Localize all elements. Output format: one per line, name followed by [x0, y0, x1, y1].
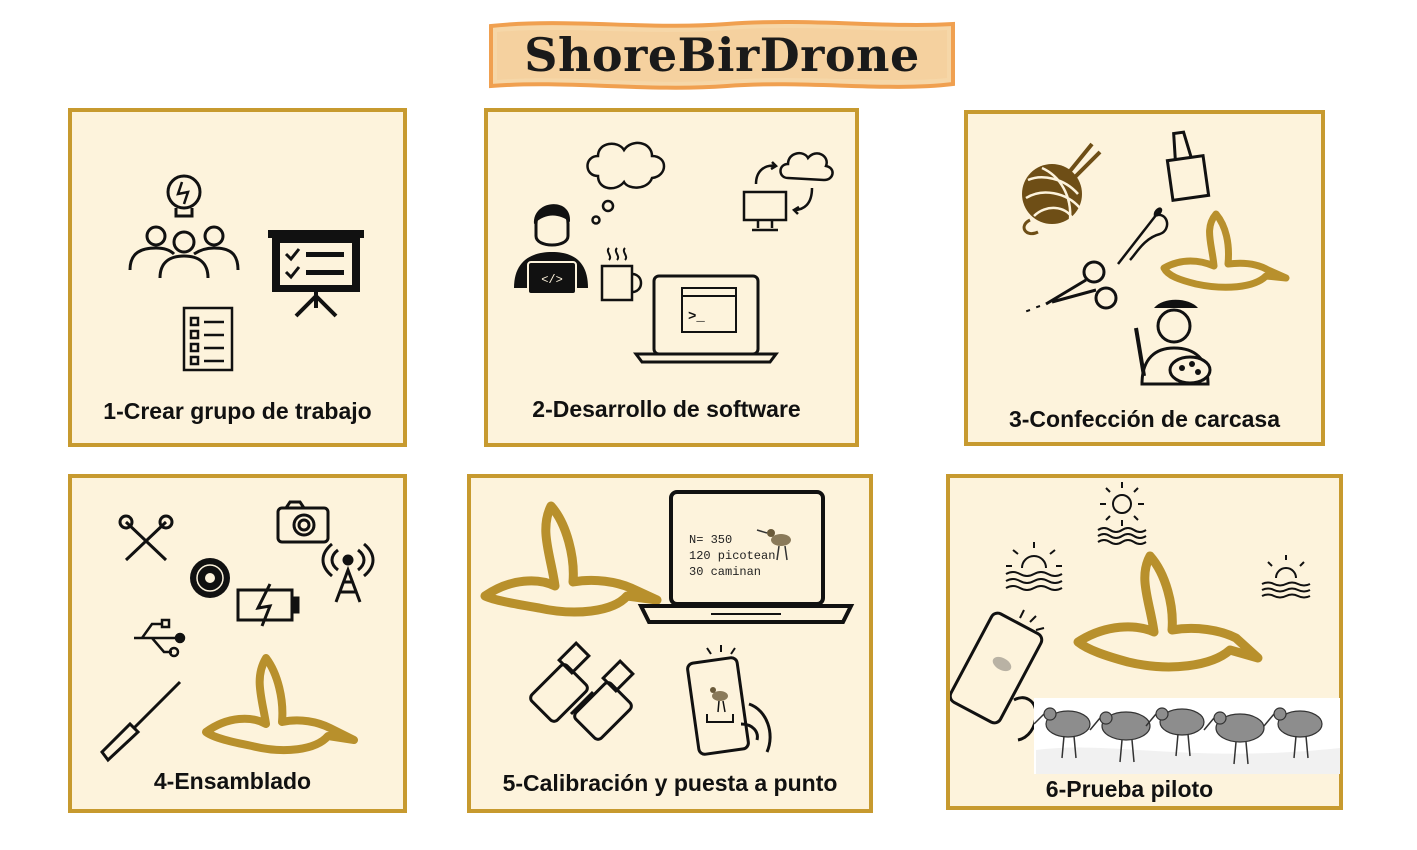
team-idea-icon: [128, 174, 240, 279]
bird-icon: [202, 654, 358, 755]
presentation-board-icon: [268, 230, 364, 318]
screwdriver-icon: [100, 680, 182, 763]
laptop-icon: [637, 490, 855, 624]
step-label: 2-Desarrollo de software: [532, 396, 801, 422]
svg-text:</>: </>: [541, 273, 563, 287]
painter-icon: [1134, 299, 1212, 386]
screen-bird-icon: [756, 529, 791, 561]
step-label: 6-Prueba piloto: [1045, 776, 1214, 802]
phone-camera-icon: [686, 645, 772, 756]
bird-icon: [1073, 551, 1263, 672]
sun-over-water-icon: [1097, 482, 1147, 545]
thought-cloud-icon: [586, 141, 666, 225]
step-panel-6: 6-Prueba piloto: [946, 474, 1343, 810]
programmer-icon: </>: [514, 204, 588, 295]
scissors-icon: [1023, 260, 1118, 313]
screen-line: 120 picotean: [689, 549, 776, 563]
screen-line: 30 caminan: [689, 565, 762, 579]
step-label: 1-Crear grupo de trabajo: [103, 398, 372, 424]
step-label: 3-Confección de carcasa: [1008, 406, 1280, 432]
checklist-icon: [182, 306, 234, 372]
camera-icon: [276, 500, 330, 544]
svg-text:>_: >_: [688, 309, 705, 325]
banner-scroll-shape: [489, 20, 955, 90]
page-title: ShoreBirDrone: [524, 28, 920, 82]
paint-brush-icon: [1165, 130, 1211, 203]
sandpipers-illustration: [1033, 698, 1340, 774]
sunset-icon: [1261, 555, 1311, 599]
title-banner: ShoreBirDrone: [487, 18, 957, 92]
laptop-terminal-icon: >_: [633, 274, 779, 364]
step-label: 5-Calibración y puesta a punto: [502, 770, 838, 796]
screen-readout: N= 350 120 picotean 30 caminan: [689, 532, 775, 580]
sewing-needle-icon: [1117, 207, 1169, 265]
step-panel-1: 1-Crear grupo de trabajo: [68, 108, 407, 447]
antenna-icon: [321, 542, 375, 603]
sunrise-icon: [1005, 542, 1063, 591]
step-panel-3: 3-Confección de carcasa: [964, 110, 1325, 446]
tools-icon: [118, 514, 174, 562]
usb-icon: [134, 618, 186, 658]
cloud-sync-icon: [742, 151, 834, 232]
step-label: 4-Ensamblado: [153, 768, 312, 794]
battery-icon: [236, 583, 300, 627]
bird-icon: [480, 501, 662, 617]
step-panel-5: N= 350 120 picotean 30 caminan 5-Calibra…: [467, 474, 873, 813]
step-panel-2: </> >_ 2-Desarrollo de software: [484, 108, 859, 447]
disc-icon: [190, 558, 230, 598]
yarn-ball-icon: [1022, 142, 1102, 235]
binoculars-icon: [529, 641, 635, 741]
phone-icon: [950, 609, 1045, 742]
coffee-mug-icon: [600, 247, 643, 302]
bird-icon: [1160, 210, 1290, 291]
screen-line: N= 350: [689, 533, 733, 547]
step-panel-4: 4-Ensamblado: [68, 474, 407, 813]
